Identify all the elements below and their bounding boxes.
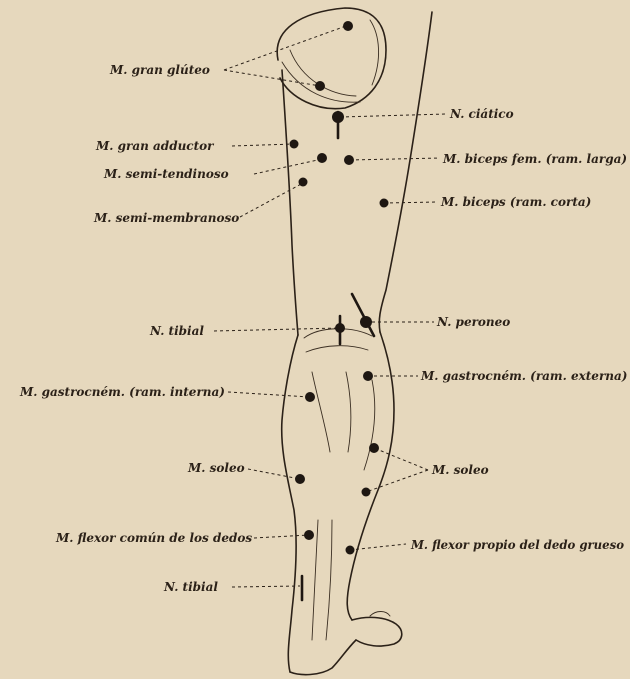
point-gran-gluteo-upper bbox=[343, 21, 353, 31]
label-tibial-upper: N. tibial bbox=[149, 324, 204, 338]
leader-gran-adductor bbox=[232, 144, 294, 146]
achilles-line-2 bbox=[326, 520, 332, 640]
point-semi-membranoso bbox=[299, 178, 308, 187]
point-biceps-corta bbox=[380, 199, 389, 208]
leader-semi-membranoso bbox=[240, 183, 303, 217]
leader-lines bbox=[214, 26, 446, 587]
point-biceps-larga bbox=[344, 155, 354, 165]
gastrocnemius-contour-1 bbox=[312, 372, 330, 452]
leader-gastrocnem-interna bbox=[228, 392, 310, 397]
label-semi-tendinoso: M. semi-tendinoso bbox=[103, 167, 229, 181]
lateral-thigh-outline bbox=[379, 12, 432, 332]
label-flexor-propio: M. flexor propio del dedo grueso bbox=[410, 538, 624, 552]
label-gastrocnem-externa: M. gastrocném. (ram. externa) bbox=[420, 369, 627, 383]
point-gran-gluteo-lower bbox=[315, 81, 325, 91]
label-biceps-larga: M. biceps fem. (ram. larga) bbox=[442, 152, 627, 166]
leader-soleo-right-b bbox=[366, 470, 428, 492]
point-flexor-propio bbox=[346, 546, 355, 555]
knee-crease-line bbox=[306, 346, 368, 352]
label-ciatico: N. ciático bbox=[449, 107, 514, 121]
leader-soleo-left bbox=[248, 469, 300, 479]
point-ciatico bbox=[332, 111, 344, 123]
label-tibial-lower: N. tibial bbox=[163, 580, 218, 594]
point-peroneo bbox=[360, 316, 372, 328]
heel-outline bbox=[290, 640, 356, 675]
foot-outline bbox=[352, 617, 402, 646]
point-gran-adductor bbox=[290, 140, 299, 149]
needle-peroneo bbox=[352, 294, 374, 336]
leader-flexor-comun bbox=[254, 535, 309, 538]
leader-biceps-corta bbox=[384, 202, 438, 203]
point-flexor-comun bbox=[304, 530, 314, 540]
point-tibial-upper bbox=[335, 323, 345, 333]
medial-calf-outline bbox=[282, 335, 298, 672]
point-semi-tendinoso bbox=[317, 153, 327, 163]
ankle-bone-line bbox=[370, 612, 390, 617]
label-gastrocnem-interna: M. gastrocném. (ram. interna) bbox=[19, 385, 225, 399]
leg-outline bbox=[277, 8, 432, 675]
point-gastrocnem-externa bbox=[363, 371, 373, 381]
label-soleo-left: M. soleo bbox=[187, 461, 245, 475]
label-peroneo: N. peroneo bbox=[436, 315, 510, 329]
point-soleo-right-lower bbox=[362, 488, 371, 497]
label-gran-adductor: M. gran adductor bbox=[95, 139, 215, 153]
label-gran-gluteo: M. gran glúteo bbox=[109, 63, 210, 77]
leader-gran-gluteo-a bbox=[224, 26, 346, 70]
hip-contour-line bbox=[370, 20, 379, 85]
point-soleo-right-upper bbox=[369, 443, 379, 453]
point-gastrocnem-interna bbox=[305, 392, 315, 402]
leader-gran-gluteo-b bbox=[224, 70, 320, 86]
label-semi-membranoso: M. semi-membranoso bbox=[93, 211, 239, 225]
gastrocnemius-contour-2 bbox=[346, 372, 351, 452]
leader-soleo-right-a bbox=[374, 448, 428, 470]
label-soleo-right: M. soleo bbox=[431, 463, 489, 477]
gastrocnemius-contour-3 bbox=[364, 380, 375, 470]
leader-tibial-lower bbox=[232, 586, 300, 587]
label-biceps-corta: M. biceps (ram. corta) bbox=[440, 195, 591, 209]
label-flexor-comun: M. flexor común de los dedos bbox=[55, 531, 252, 545]
point-soleo-left bbox=[295, 474, 305, 484]
medial-thigh-outline bbox=[282, 70, 298, 335]
leader-ciatico bbox=[340, 114, 446, 117]
leader-biceps-larga bbox=[350, 158, 440, 160]
